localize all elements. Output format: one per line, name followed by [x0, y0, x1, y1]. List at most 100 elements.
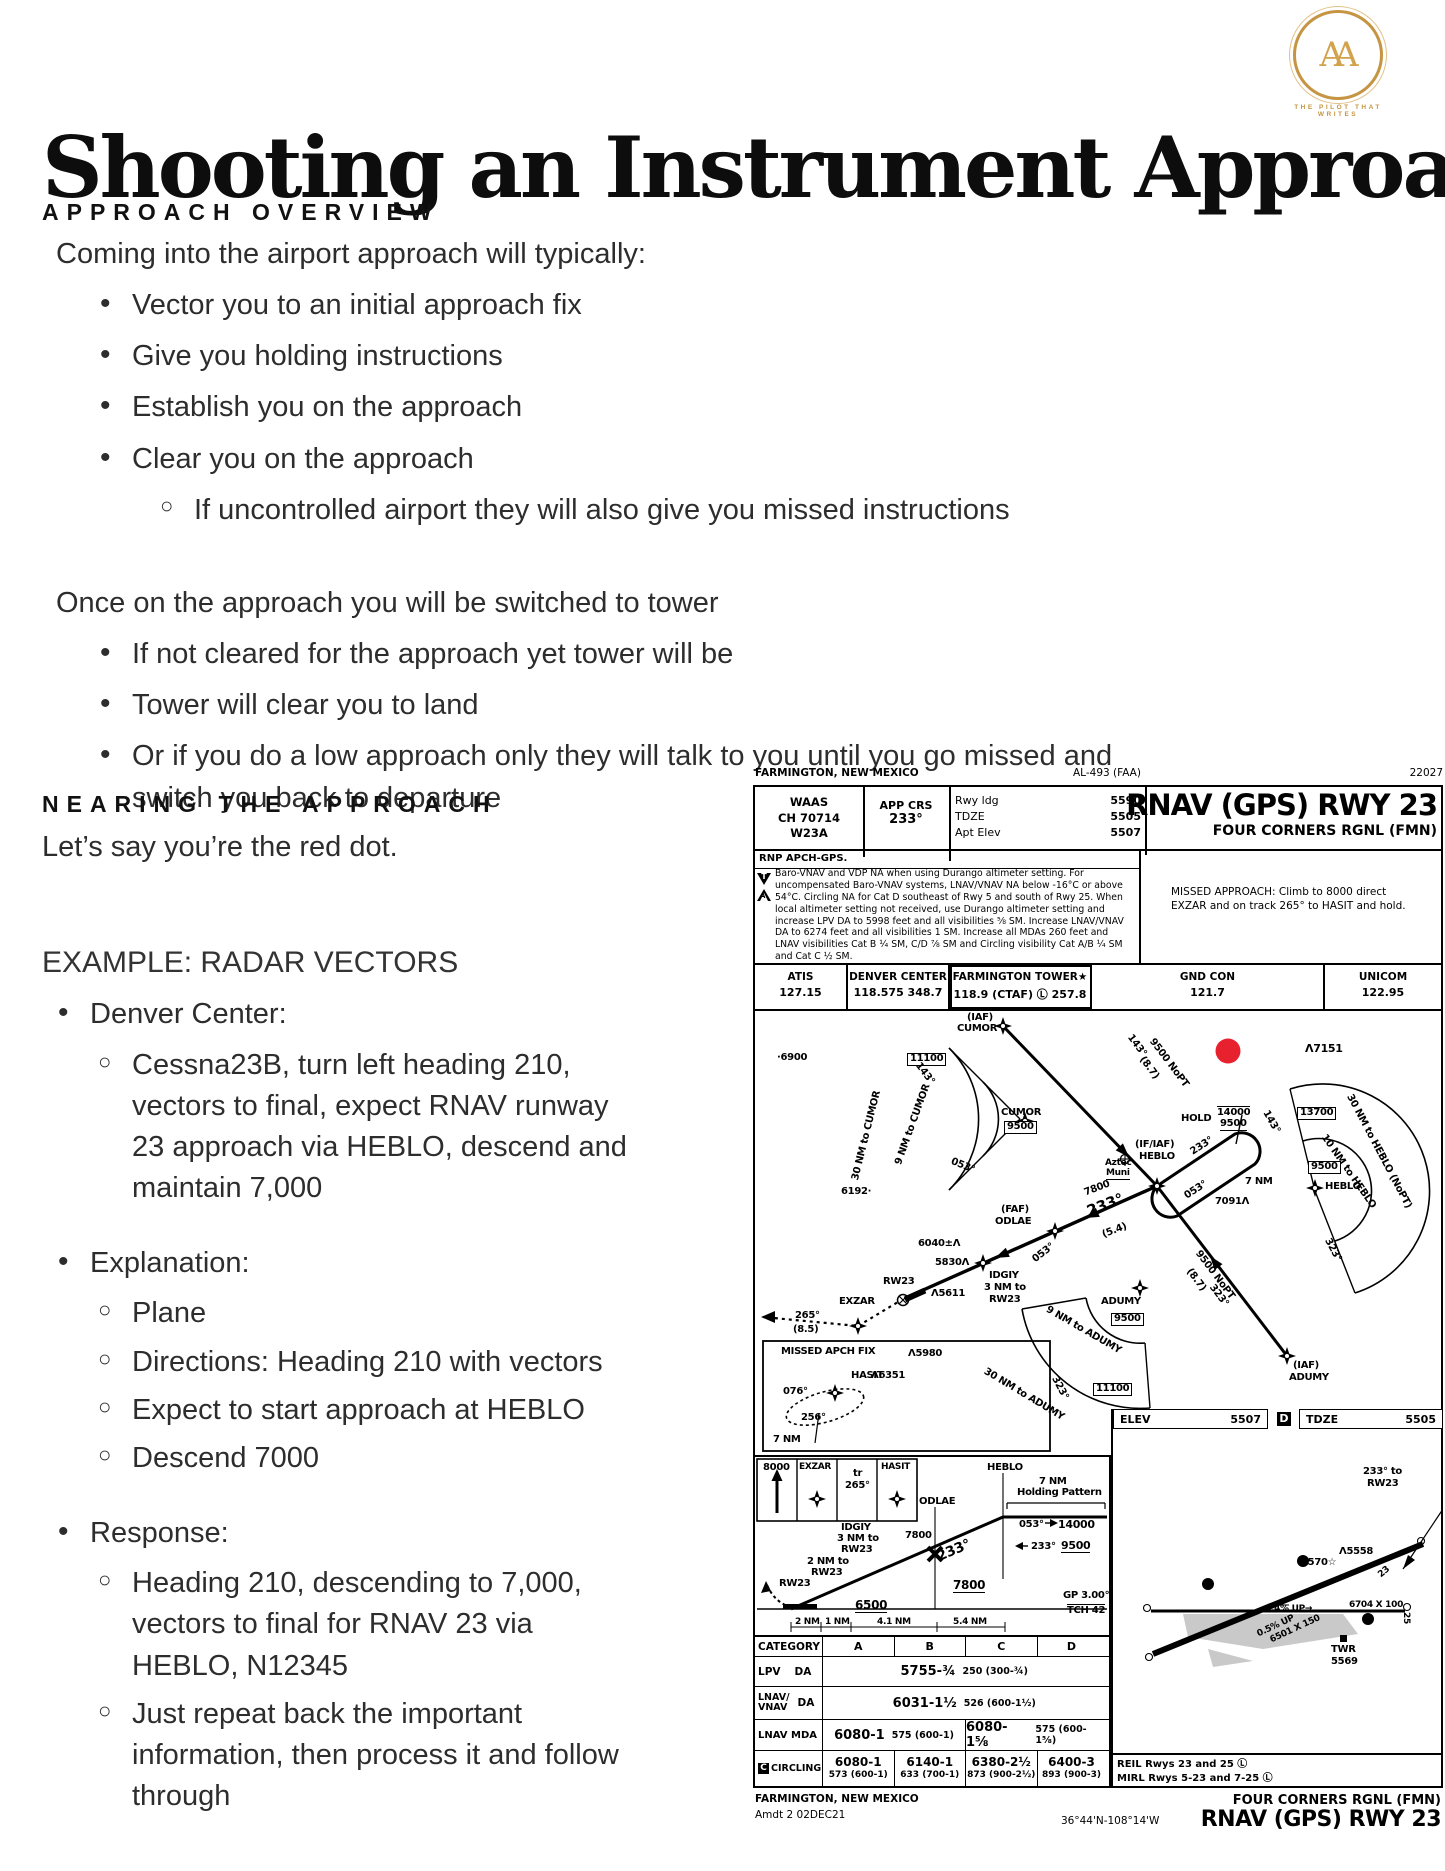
chart-label: 11100	[907, 1053, 947, 1066]
list-item: Denver Center:	[58, 992, 722, 1035]
tdze-label: TDZE	[955, 809, 985, 823]
notes-left: RNP APCH-GPS. T A Baro-VNAV and VDP NA w…	[755, 851, 1141, 963]
vnav-label-1: LNAV/	[758, 1691, 790, 1703]
profile-geometry	[756, 1458, 1107, 1632]
freq-value: 118.9 (CTAF) Ⓛ 257.8	[953, 988, 1087, 1001]
chart-label: 323°	[1049, 1374, 1071, 1402]
list-item: If uncontrolled airport they will also g…	[160, 489, 1202, 531]
lnav-vis-ab: 575 (600-1)	[891, 1729, 954, 1741]
reil-note: REIL Rwys 23 and 25 Ⓛ	[1117, 1759, 1248, 1770]
tdze-value: 5505	[1110, 809, 1141, 823]
page-title: Shooting an Instrument Approach	[42, 118, 1445, 218]
circling-c-vis: 873 (900-2½)	[967, 1770, 1036, 1781]
vnav-vis: 526 (600-1½)	[963, 1697, 1036, 1709]
list-item: If not cleared for the approach yet towe…	[100, 631, 1202, 675]
circling-a: 6080-1	[834, 1755, 882, 1770]
radio-group: Response: Heading 210, descending to 7,0…	[22, 1511, 722, 1817]
chart-label: 9500	[1308, 1161, 1341, 1174]
apt-elev-value: 5507	[1110, 825, 1141, 839]
chart-label: 4.1 NM	[877, 1617, 911, 1627]
chart-label: 7 NM	[1039, 1476, 1067, 1487]
plan-view-geometry	[761, 1017, 1431, 1452]
chart-label: 7800	[953, 1578, 986, 1593]
footer-coordinates: 36°44'N-108°14'W	[1061, 1815, 1160, 1827]
chart-label: 233°	[934, 1536, 974, 1565]
chart-label: 053°	[949, 1156, 977, 1176]
chart-label: HEBLO	[1139, 1151, 1175, 1162]
list-item: Descend 7000	[98, 1438, 638, 1479]
chart-label: 6704 X 100	[1349, 1600, 1404, 1610]
logo-initials: AA	[1319, 35, 1358, 75]
chart-label: IDGIY	[989, 1270, 1019, 1281]
freq-denver-center: DENVER CENTER 118.575 348.7	[848, 965, 950, 1009]
category-a: A	[823, 1637, 895, 1656]
logo-ring-icon: AA	[1293, 10, 1383, 100]
group-label-list: Response:	[58, 1511, 722, 1554]
logo-tagline: THE PILOT THAT WRITES	[1294, 104, 1382, 118]
lnav-mda-cd: 6080-1⅝	[966, 1720, 1008, 1750]
nonstandard-alternate-minimums-icon: A	[757, 889, 771, 903]
chart-label: TWR	[1331, 1644, 1356, 1655]
chart-label: 30 NM to ADUMY	[981, 1366, 1066, 1423]
lpv-type: DA	[794, 1665, 812, 1678]
footer-amendment: Amdt 2 02DEC21	[755, 1809, 846, 1821]
example-heading: EXAMPLE: RADAR VECTORS	[42, 945, 459, 979]
footer-city: FARMINGTON, NEW MEXICO	[755, 1793, 919, 1805]
circling-b: 6140-1	[906, 1755, 954, 1770]
chart-label: RW23	[1367, 1478, 1399, 1489]
chart-label: 11100	[1093, 1383, 1133, 1396]
freq-farmington-tower: FARMINGTON TOWER★ 118.9 (CTAF) Ⓛ 257.8	[950, 965, 1092, 1009]
chart-label: 233°	[1188, 1134, 1216, 1158]
chart-label: 5569	[1331, 1656, 1358, 1667]
list-item: Tower will clear you to land	[100, 682, 1202, 726]
nearing-approach-section: NEARING THE APPROACH Let’s say you’re th…	[22, 788, 722, 1851]
lpv-vis: 250 (300-¾)	[962, 1666, 1028, 1677]
footer-airport: FOUR CORNERS RGNL (FMN)	[1232, 1793, 1441, 1808]
list-item: Vector you to an initial approach fix	[100, 282, 1202, 326]
airport-sketch-geometry	[1142, 1508, 1443, 1667]
airport-name: FOUR CORNERS RGNL (FMN)	[1212, 823, 1437, 839]
freq-name: DENVER CENTER	[849, 971, 947, 983]
lpv-da: 5755-¾	[900, 1664, 956, 1679]
chart-label: 7091Λ	[1215, 1196, 1250, 1207]
chart-label: (FAF)	[1001, 1204, 1029, 1215]
tdze-box-label: TDZE	[1306, 1413, 1339, 1426]
freq-value: 118.575 348.7	[853, 986, 943, 999]
chart-label: ADUMY	[1289, 1372, 1329, 1383]
radio-group: Explanation: Plane Directions: Heading 2…	[22, 1241, 722, 1479]
freq-name: UNICOM	[1358, 971, 1408, 983]
chart-label: HEBLO	[987, 1462, 1023, 1473]
category-d: D	[1066, 1640, 1077, 1653]
chart-label: ODLAE	[995, 1216, 1032, 1227]
chart-label: 6192·	[841, 1186, 872, 1197]
chart-label: 30 NM to HEBLO (NoPT)	[1344, 1092, 1414, 1211]
chart-label: Λ7151	[1305, 1042, 1343, 1055]
app-crs-box: APP CRS 233°	[863, 787, 951, 861]
chart-label: HASIT	[851, 1370, 884, 1381]
chart-label: EXZAR	[839, 1296, 875, 1307]
chart-label: 5830Λ	[935, 1257, 970, 1268]
app-crs-value: 233°	[889, 812, 923, 827]
chart-label: 265°	[795, 1310, 820, 1321]
vnav-type: DA	[797, 1697, 815, 1709]
list-item: Plane	[98, 1293, 638, 1334]
chart-label: 9500	[1220, 1118, 1247, 1131]
nonstandard-takeoff-minimums-icon: T	[757, 872, 771, 886]
freq-name: FARMINGTON TOWER★	[952, 971, 1088, 983]
chart-label: RW23	[841, 1544, 873, 1555]
chart-label: 6500	[855, 1598, 888, 1613]
freq-name: ATIS	[787, 971, 814, 983]
mirl-note: MIRL Rwys 5-23 and 7-25 Ⓛ	[1117, 1772, 1273, 1784]
chart-label: 323°	[1322, 1236, 1344, 1264]
chart-label: (5.4)	[1100, 1220, 1129, 1241]
circling-row: C CIRCLING 6080-1 573 (600-1) 6140-1 633…	[755, 1751, 1109, 1786]
lnav-vnav-row: LNAV/ VNAV DA 6031-1½ 526 (600-1½)	[755, 1687, 1109, 1720]
chart-label: Holding Pattern	[1017, 1487, 1102, 1498]
rwy-ldg-value: 5590	[1110, 794, 1141, 807]
list-item: Or if you do a low approach only they wi…	[100, 733, 1172, 819]
list-item: Response:	[58, 1511, 722, 1554]
